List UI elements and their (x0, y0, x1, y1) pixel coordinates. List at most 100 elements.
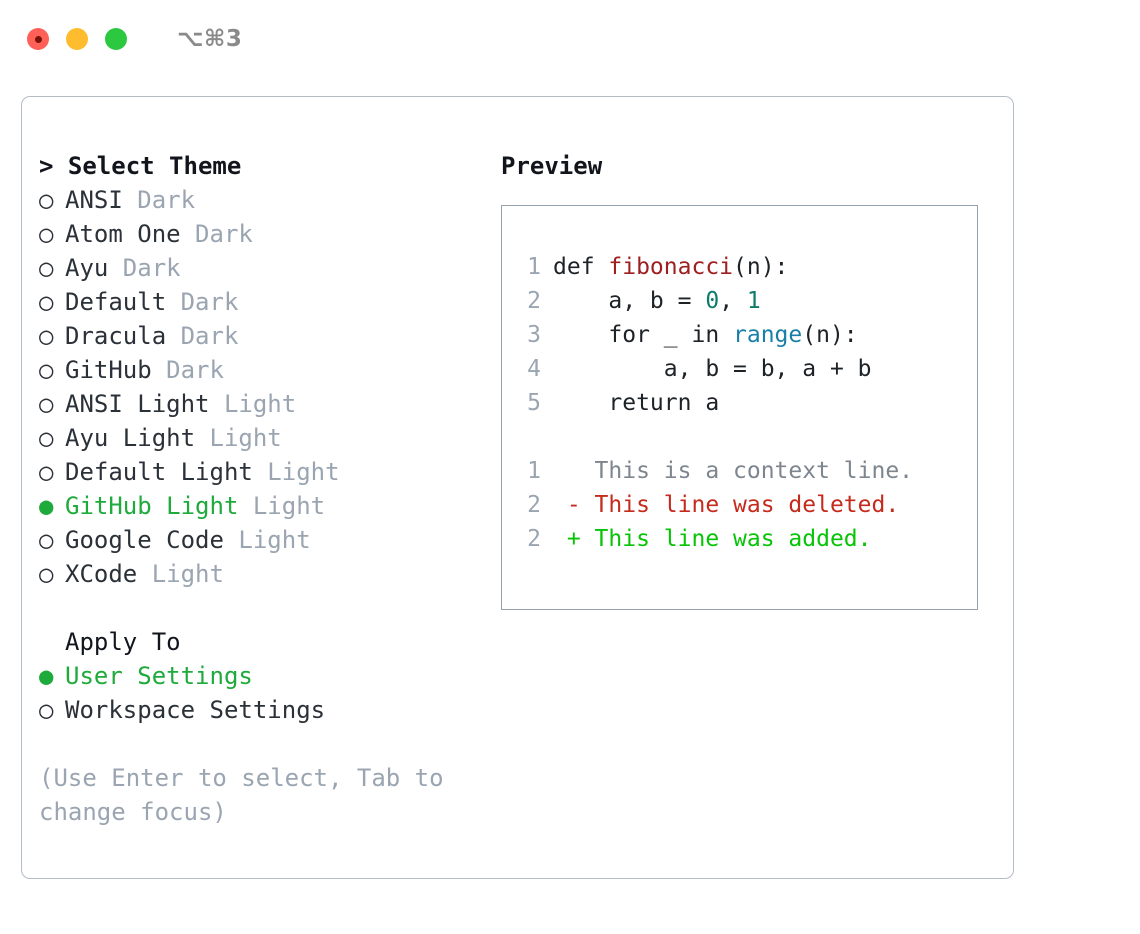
minimize-button[interactable] (66, 28, 88, 50)
theme-option-kind: Dark (151, 356, 224, 384)
radio-unselected-icon: ○ (39, 220, 54, 248)
code-token-plain: return a (553, 390, 720, 416)
theme-option-kind: Dark (122, 186, 196, 214)
apply-to-option-workspace-settings[interactable]: ○ Workspace Settings (39, 693, 499, 727)
code-line: 4 a, b = b, a + b (502, 352, 977, 386)
preview-spacer (502, 420, 977, 454)
radio-unselected-icon: ○ (39, 288, 54, 316)
radio-unselected-icon: ○ (39, 458, 54, 486)
code-token-plain: def (553, 254, 609, 280)
radio-unselected-icon: ○ (39, 322, 54, 350)
radio-unselected-icon: ○ (39, 390, 54, 418)
theme-option-label: Ayu Light (65, 424, 196, 452)
line-number: 2 (527, 288, 541, 314)
line-number: 3 (527, 322, 541, 348)
diff-sample: 1 This is a context line.2 - This line w… (502, 454, 977, 556)
radio-unselected-icon: ○ (39, 696, 54, 724)
theme-option-kind: Light (195, 424, 282, 452)
diff-line-text: This is a context line. (553, 458, 914, 484)
code-line: 2 a, b = 0, 1 (502, 284, 977, 318)
theme-option-default-light[interactable]: ○Default Light Light (39, 455, 499, 489)
radio-unselected-icon: ○ (39, 526, 54, 554)
radio-unselected-icon: ○ (39, 424, 54, 452)
radio-unselected-icon: ○ (39, 356, 54, 384)
theme-option-kind: Light (209, 390, 297, 418)
apply-to-option-user-settings[interactable]: ● User Settings (39, 659, 499, 693)
theme-option-label: Google Code (65, 526, 224, 554)
line-number: 1 (527, 458, 541, 484)
apply-to-option-label: Workspace Settings (65, 696, 326, 724)
theme-option-kind: Light (223, 526, 311, 554)
select-theme-header: > Select Theme (39, 152, 242, 180)
code-token-plain: for _ in (553, 322, 734, 348)
diff-line-context: 1 This is a context line. (502, 454, 977, 488)
theme-option-label: Dracula (65, 322, 167, 350)
apply-to-group: Apply To ●User Settings○Workspace Settin… (39, 625, 499, 727)
line-number: 2 (527, 492, 541, 518)
theme-option-label: ANSI (65, 186, 123, 214)
radio-unselected-icon: ○ (39, 560, 54, 588)
theme-option-kind: Light (238, 492, 326, 520)
code-token-plain: a, b = b, a + b (553, 356, 872, 382)
keyboard-hint-text: (Use Enter to select, Tab to change focu… (39, 764, 459, 826)
diff-line-text: - This line was deleted. (553, 492, 900, 518)
line-number: 5 (527, 390, 541, 416)
apply-to-option-label: User Settings (65, 662, 253, 690)
code-token-num: 0 (705, 288, 720, 314)
line-number: 2 (527, 526, 541, 552)
theme-option-dracula[interactable]: ○ Dracula Dark (39, 319, 499, 353)
theme-option-list[interactable]: ○ANSI Dark○Atom One Dark○Ayu Dark○Defaul… (39, 183, 499, 591)
theme-option-kind: Dark (180, 220, 253, 248)
theme-option-xcode[interactable]: ○ XCode Light (39, 557, 499, 591)
theme-option-default[interactable]: ○Default Dark (39, 285, 499, 319)
theme-option-kind: Light (137, 560, 224, 588)
theme-option-github-light[interactable]: ●GitHub Light Light (39, 489, 499, 523)
diff-line-added: 2 + This line was added. (502, 522, 977, 556)
maximize-button[interactable] (105, 28, 127, 50)
theme-option-kind: Dark (108, 254, 181, 282)
radio-selected-icon: ● (39, 492, 54, 520)
theme-option-label: Atom One (65, 220, 181, 248)
close-button[interactable] (27, 28, 49, 50)
radio-unselected-icon: ○ (39, 186, 54, 214)
line-number: 4 (527, 356, 541, 382)
keyboard-shortcut-label: ⌥⌘3 (177, 26, 243, 52)
theme-option-ayu-light[interactable]: ○ Ayu Light Light (39, 421, 499, 455)
radio-selected-icon: ● (39, 662, 54, 690)
code-line: 3 for _ in range(n): (502, 318, 977, 352)
window-controls (27, 28, 127, 50)
code-token-plain: (n): (733, 254, 789, 280)
content-panel: > Select Theme ○ANSI Dark○Atom One Dark○… (21, 96, 1014, 879)
theme-picker-column: > Select Theme ○ANSI Dark○Atom One Dark○… (39, 149, 499, 829)
code-token-plain: a, b = (553, 288, 706, 314)
theme-option-ansi-light[interactable]: ○ ANSI Light Light (39, 387, 499, 421)
code-token-plain: , (719, 288, 747, 314)
preview-header: Preview (501, 152, 603, 180)
line-number: 1 (527, 254, 541, 280)
theme-option-label: Ayu (65, 254, 109, 282)
theme-option-ansi[interactable]: ○ ANSI Dark (39, 183, 499, 217)
title-bar: ⌥⌘3 (0, 0, 1140, 78)
theme-option-kind: Light (252, 458, 340, 486)
diff-line-text: + This line was added. (553, 526, 872, 552)
code-token-call: range (733, 322, 803, 348)
theme-option-google-code[interactable]: ○ Google Code Light (39, 523, 499, 557)
theme-option-label: Default (65, 288, 167, 316)
code-token-num: 1 (746, 288, 761, 314)
theme-option-label: XCode (65, 560, 138, 588)
theme-option-label: ANSI Light (65, 390, 210, 418)
code-line: 5 return a (502, 386, 977, 420)
theme-option-ayu[interactable]: ○Ayu Dark (39, 251, 499, 285)
code-token-fn: fibonacci (608, 254, 734, 280)
diff-line-deleted: 2 - This line was deleted. (502, 488, 977, 522)
theme-option-kind: Dark (166, 322, 239, 350)
apply-to-option-list[interactable]: ● User Settings ○ Workspace Settings (39, 659, 499, 727)
theme-option-atom-one[interactable]: ○ Atom One Dark (39, 217, 499, 251)
theme-option-github[interactable]: ○ GitHub Dark (39, 353, 499, 387)
code-line: 1 def fibonacci(n): (502, 250, 977, 284)
theme-option-label: GitHub (65, 356, 152, 384)
